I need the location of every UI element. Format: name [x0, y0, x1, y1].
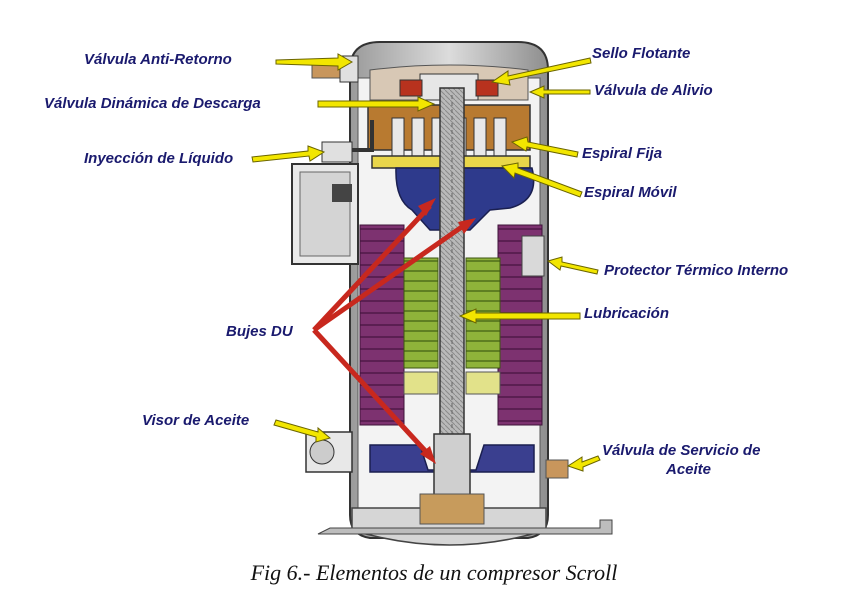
bujes-arrows	[312, 198, 476, 464]
thermal-protector	[521, 235, 545, 277]
label-inyeccion-liquido: Inyección de Líquido	[84, 150, 233, 167]
label-visor-aceite: Visor de Aceite	[142, 412, 249, 429]
label-espiral-fija: Espiral Fija	[582, 145, 662, 162]
lower-bearing	[369, 433, 535, 525]
label-valvula-dinamica-descarga: Válvula Dinámica de Descarga	[44, 95, 261, 112]
label-espiral-movil: Espiral Móvil	[584, 184, 677, 201]
pointer-arrows	[251, 53, 601, 472]
main-frame	[395, 167, 535, 231]
label-valvula-anti-retorno: Válvula Anti-Retorno	[84, 51, 232, 68]
label-protector-termico: Protector Térmico Interno	[604, 262, 788, 279]
label-valvula-servicio-line1: Válvula de Servicio de	[602, 442, 760, 459]
label-lubricacion: Lubricación	[584, 305, 669, 322]
top-cap	[369, 64, 529, 101]
oil-service-valve	[545, 459, 569, 479]
label-bujes-du: Bujes DU	[226, 323, 294, 340]
label-sello-flotante: Sello Flotante	[592, 45, 690, 62]
motor-stator	[359, 224, 543, 426]
label-valvula-alivio: Válvula de Alivio	[594, 82, 713, 99]
terminal-box	[291, 163, 359, 265]
figure-caption: Fig 6.- Elementos de un compresor Scroll	[250, 560, 618, 585]
label-valvula-servicio-line2: Aceite	[665, 461, 711, 478]
